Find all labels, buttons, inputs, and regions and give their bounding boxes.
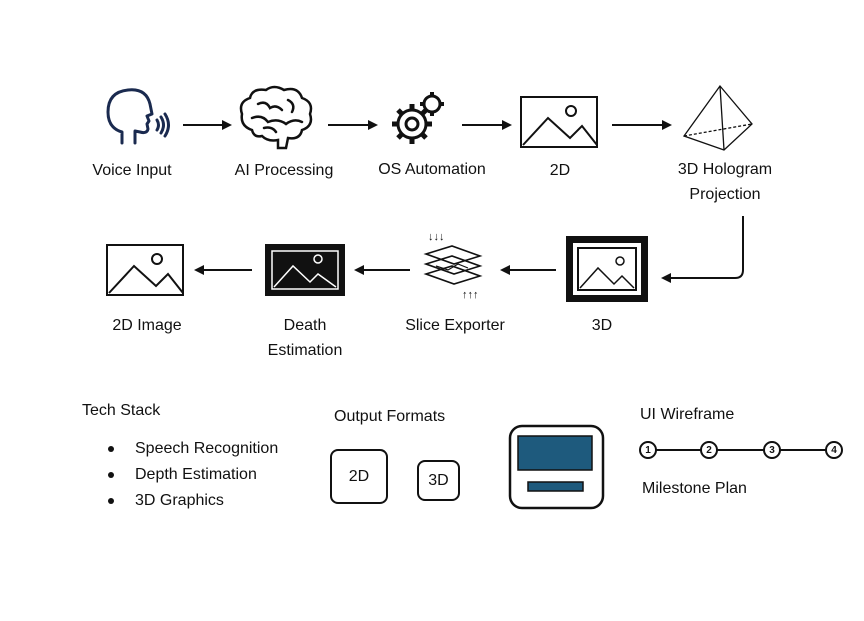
dark-framed-image-icon xyxy=(265,244,345,296)
tech-stack-list: Speech Recognition Depth Estimation 3D G… xyxy=(108,436,278,514)
label-slice-exporter: Slice Exporter xyxy=(405,317,505,334)
list-item: Depth Estimation xyxy=(108,462,278,488)
milestone-step-4: 4 xyxy=(825,441,843,459)
speaking-head-icon xyxy=(106,88,170,145)
label-voice-input: Voice Input xyxy=(92,162,172,179)
svg-text:↓↓↓: ↓↓↓ xyxy=(428,231,445,243)
format-3d-box: 3D xyxy=(417,460,460,501)
bullet-icon xyxy=(108,472,114,478)
bullet-icon xyxy=(108,446,114,452)
list-item: 3D Graphics xyxy=(108,488,278,514)
slice-layers-icon: ↓↓↓ ↑↑↑ xyxy=(423,231,483,301)
tech-stack-title: Tech Stack xyxy=(82,402,161,419)
tech-stack-item: Speech Recognition xyxy=(135,440,279,457)
svg-text:↑↑↑: ↑↑↑ xyxy=(462,289,479,301)
list-item: Speech Recognition xyxy=(108,436,278,462)
pyramid-icon xyxy=(682,84,753,151)
milestone-step-3: 3 xyxy=(763,441,781,459)
label-ai-processing: AI Processing xyxy=(234,162,334,179)
ui-wireframe-title: UI Wireframe xyxy=(640,406,735,423)
label-death-estimation: Death Estimation xyxy=(267,317,343,359)
milestone-plan-caption: Milestone Plan xyxy=(642,480,747,497)
label-3d: 3D xyxy=(591,317,613,334)
format-2d-box: 2D xyxy=(330,449,388,504)
label-2d: 2D xyxy=(549,162,571,179)
gears-icon xyxy=(392,92,444,144)
image-icon-2d xyxy=(520,96,598,148)
milestone-step-1: 1 xyxy=(639,441,657,459)
output-formats-title: Output Formats xyxy=(334,408,446,425)
brain-icon xyxy=(239,85,313,150)
monitor-device-icon xyxy=(508,424,605,510)
bullet-icon xyxy=(108,498,114,504)
label-2d-image: 2D Image xyxy=(112,317,182,334)
label-os-automation: OS Automation xyxy=(378,161,486,178)
arrow-holo-to-3d xyxy=(661,216,744,283)
image-icon-2d-image xyxy=(106,244,184,296)
framed-image-icon xyxy=(566,236,648,302)
tech-stack-item: Depth Estimation xyxy=(135,466,257,483)
tech-stack-item: 3D Graphics xyxy=(135,492,224,509)
milestone-step-2: 2 xyxy=(700,441,718,459)
label-3d-hologram-projection: 3D Hologram Projection xyxy=(677,161,773,203)
